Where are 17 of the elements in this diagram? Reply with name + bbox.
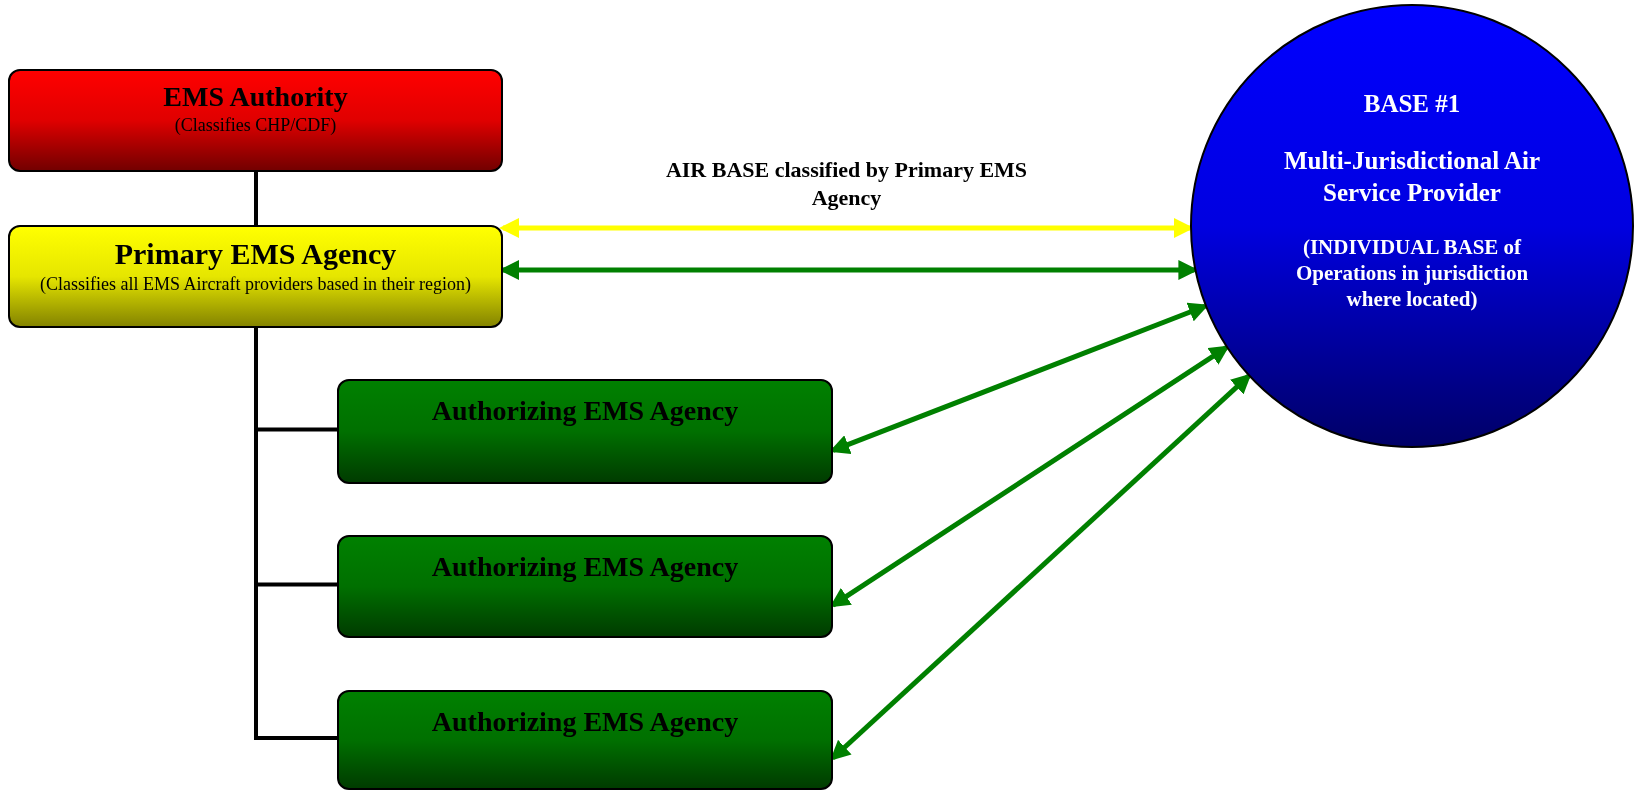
node-title: BASE #1 xyxy=(1363,89,1461,119)
node-description: (Classifies CHP/CDF) xyxy=(174,114,337,137)
node-description: Multi-Jurisdictional Air Service Provider xyxy=(1282,146,1542,208)
agency-box xyxy=(337,379,833,484)
authority-box xyxy=(8,69,503,172)
connector-line xyxy=(254,328,337,740)
node-title: EMS Authority xyxy=(163,80,348,114)
node-title: Primary EMS Agency xyxy=(114,236,397,272)
connector-line xyxy=(254,172,258,225)
agency-box xyxy=(337,535,833,638)
node-description: (Classifies all EMS Aircraft providers based in their region) xyxy=(40,272,471,295)
agency-box xyxy=(8,225,503,328)
agency-box xyxy=(337,690,833,790)
node-title: Authorizing EMS Agency xyxy=(431,394,739,428)
node-description: (INDIVIDUAL BASE of Operations in jurisdiction where located) xyxy=(1294,233,1530,313)
node-title: Authorizing EMS Agency xyxy=(431,705,739,739)
node-title: Authorizing EMS Agency xyxy=(431,550,739,584)
